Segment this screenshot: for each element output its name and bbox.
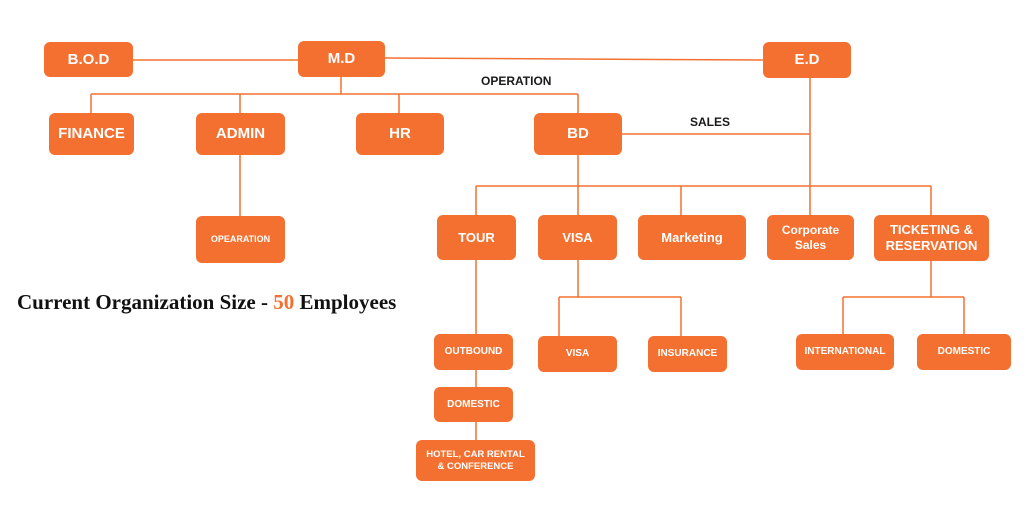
caption-count: 50 (273, 290, 295, 314)
node-hotel-car-rental: HOTEL, CAR RENTAL & CONFERENCE (416, 440, 535, 481)
node-visa: VISA (538, 215, 617, 260)
caption-suffix: Employees (299, 290, 397, 314)
node-corporate-sales: Corporate Sales (767, 215, 854, 260)
node-admin: ADMIN (196, 113, 285, 155)
caption-prefix: Current Organization Size - (17, 290, 268, 314)
node-international: INTERNATIONAL (796, 334, 894, 370)
node-ed: E.D (763, 42, 851, 78)
node-tour-domestic: DOMESTIC (434, 387, 513, 422)
organization-size-caption: Current Organization Size - 50 Employees (17, 290, 396, 315)
node-tour: TOUR (437, 215, 516, 260)
node-md: M.D (298, 41, 385, 77)
node-finance: FINANCE (49, 113, 134, 155)
edge-label-operation: OPERATION (481, 74, 552, 88)
node-ticket-domestic: DOMESTIC (917, 334, 1011, 370)
node-hr: HR (356, 113, 444, 155)
node-insurance: INSURANCE (648, 336, 727, 372)
edge-label-sales: SALES (690, 115, 731, 129)
node-ticketing-reservation: TICKETING & RESERVATION (874, 215, 989, 261)
node-admin-operation: OPEARATION (196, 216, 285, 263)
node-bd: BD (534, 113, 622, 155)
node-visa-sub: VISA (538, 336, 617, 372)
node-marketing: Marketing (638, 215, 746, 260)
node-outbound: OUTBOUND (434, 334, 513, 370)
connector-md-ed (384, 57, 764, 61)
node-bod: B.O.D (44, 42, 133, 77)
